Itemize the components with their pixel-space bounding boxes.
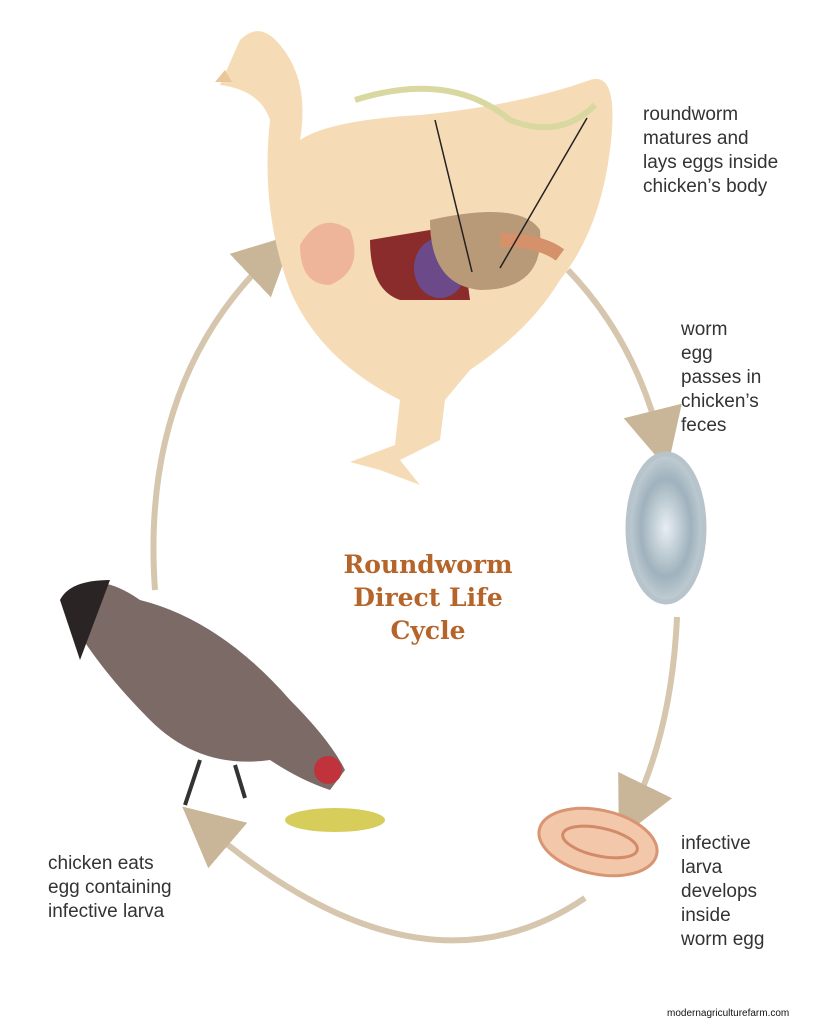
arrow-egg-to-larva — [618, 616, 680, 839]
label-roundworm-matures: roundworm matures and lays eggs inside c… — [643, 104, 779, 197]
watermark: modernagriculturefarm.com — [667, 1008, 790, 1019]
arrow-chicken-to-body — [150, 234, 294, 591]
label-chicken-eats: chicken eats egg containing infective la… — [48, 853, 172, 922]
worm-egg-illustration — [625, 451, 707, 605]
label-infective-larva: infective larva develops inside worm egg — [681, 833, 765, 950]
diagram-title: Roundworm Direct Life Cycle — [343, 550, 513, 645]
chicken-anatomy-illustration — [215, 31, 613, 485]
arrow-body-to-feces — [565, 267, 682, 470]
eating-chicken-illustration — [60, 580, 385, 832]
label-egg-passes: worm egg passes in chicken’s feces — [681, 319, 762, 436]
arrow-larva-to-chicken — [182, 806, 587, 944]
larva-egg-illustration — [537, 806, 659, 878]
